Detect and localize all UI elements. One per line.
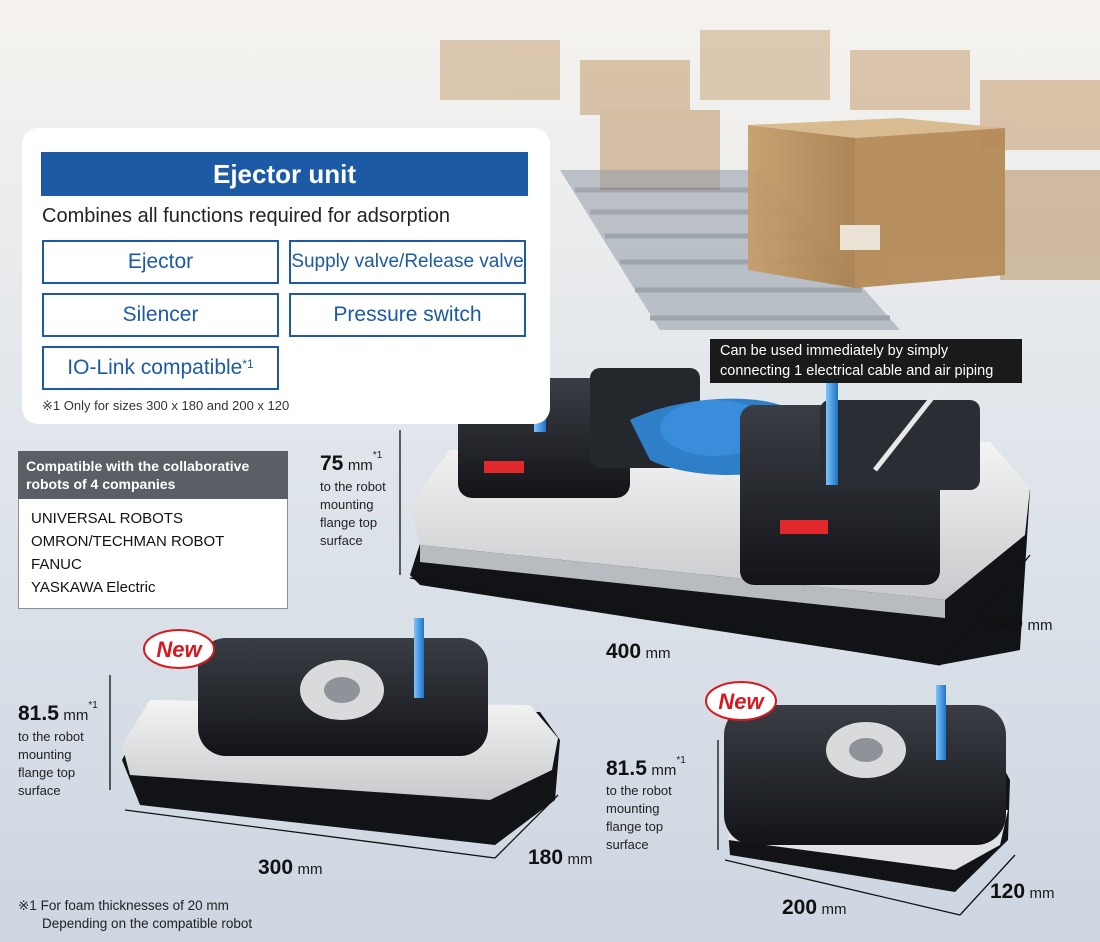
medium-depth-label: 180 mm bbox=[528, 846, 593, 870]
medium-width-value: 300 bbox=[258, 856, 294, 879]
compat-item: OMRON/TECHMAN ROBOT bbox=[31, 533, 225, 550]
new-badge-text: New bbox=[156, 637, 203, 662]
desc-line: surface bbox=[320, 533, 363, 548]
large-depth-value: 240 bbox=[988, 612, 1024, 635]
large-width-value: 400 bbox=[606, 640, 642, 663]
callout-line-1: Can be used immediately by simply bbox=[720, 343, 949, 359]
cardboard-box bbox=[748, 118, 1005, 288]
desc-line: surface bbox=[606, 837, 649, 852]
medium-height-value: 81.5 bbox=[18, 702, 59, 725]
desc-line: mounting bbox=[320, 497, 374, 512]
desc-line: flange top bbox=[320, 515, 378, 530]
feature-pressure-switch: Pressure switch bbox=[289, 293, 526, 337]
desc-line: to the robot bbox=[18, 729, 84, 744]
small-height-mark: *1 bbox=[676, 755, 686, 766]
footnote-line-1: ※1 For foam thicknesses of 20 mm bbox=[18, 898, 229, 913]
large-width-unit: mm bbox=[645, 645, 671, 662]
small-height-label: 81.5 mm*1 bbox=[606, 755, 686, 781]
desc-line: mounting bbox=[18, 747, 72, 762]
large-height-label: 75 mm*1 bbox=[320, 450, 383, 476]
desc-line: mounting bbox=[606, 801, 660, 816]
callout-line-2: connecting 1 electrical cable and air pi… bbox=[720, 363, 994, 379]
panel-note: ※1 Only for sizes 300 x 180 and 200 x 12… bbox=[42, 398, 290, 413]
feature-supply-release-valve: Supply valve/Release valve bbox=[289, 240, 526, 284]
footnote: ※1 For foam thicknesses of 20 mm Dependi… bbox=[18, 897, 252, 933]
small-width-unit: mm bbox=[821, 901, 847, 918]
desc-line: surface bbox=[18, 783, 61, 798]
medium-depth-value: 180 bbox=[528, 846, 564, 869]
panel-title: Ejector unit bbox=[41, 152, 528, 196]
small-width-value: 200 bbox=[782, 896, 818, 919]
medium-height-label: 81.5 mm*1 bbox=[18, 700, 98, 726]
large-height-value: 75 bbox=[320, 452, 344, 475]
desc-line: to the robot bbox=[606, 783, 672, 798]
compat-item: FANUC bbox=[31, 556, 82, 573]
small-height-value: 81.5 bbox=[606, 757, 647, 780]
small-depth-value: 120 bbox=[990, 880, 1026, 903]
new-badge-medium: New bbox=[143, 629, 215, 669]
medium-height-mark: *1 bbox=[88, 700, 98, 711]
large-height-mark: *1 bbox=[372, 450, 383, 461]
large-depth-label: 240 mm bbox=[988, 612, 1053, 636]
desc-line: flange top bbox=[18, 765, 76, 780]
medium-depth-unit: mm bbox=[567, 851, 593, 868]
small-width-label: 200 mm bbox=[782, 896, 847, 920]
panel-subtitle: Combines all functions required for adso… bbox=[42, 205, 450, 227]
medium-height-unit: mm bbox=[63, 707, 89, 724]
compat-heading: Compatible with the collaborative robots… bbox=[18, 451, 288, 499]
new-badge-small: New bbox=[705, 681, 777, 721]
desc-line: flange top bbox=[606, 819, 664, 834]
small-depth-label: 120 mm bbox=[990, 880, 1055, 904]
large-width-label: 400 mm bbox=[606, 640, 671, 664]
large-depth-unit: mm bbox=[1027, 617, 1053, 634]
small-depth-unit: mm bbox=[1029, 885, 1055, 902]
callout-box: Can be used immediately by simply connec… bbox=[710, 339, 1022, 383]
medium-height-desc: to the robot mounting flange top surface bbox=[18, 728, 84, 800]
new-badge-text: New bbox=[718, 689, 765, 714]
large-height-desc: to the robot mounting flange top surface bbox=[320, 478, 386, 550]
feature-io-link-label: IO-Link compatible bbox=[67, 356, 243, 379]
small-height-desc: to the robot mounting flange top surface bbox=[606, 782, 672, 854]
medium-width-label: 300 mm bbox=[258, 856, 323, 880]
footnote-line-2: Depending on the compatible robot bbox=[42, 916, 253, 931]
compat-item: YASKAWA Electric bbox=[31, 579, 156, 596]
compat-item: UNIVERSAL ROBOTS bbox=[31, 510, 183, 527]
compat-list: UNIVERSAL ROBOTS OMRON/TECHMAN ROBOT FAN… bbox=[18, 499, 288, 609]
footnote-mark: *1 bbox=[242, 357, 254, 371]
medium-width-unit: mm bbox=[297, 861, 323, 878]
desc-line: to the robot bbox=[320, 479, 386, 494]
feature-silencer: Silencer bbox=[42, 293, 279, 337]
feature-ejector: Ejector bbox=[42, 240, 279, 284]
large-height-unit: mm bbox=[347, 457, 373, 474]
large-vacuum-unit bbox=[410, 362, 1030, 665]
small-vacuum-unit bbox=[724, 685, 1010, 892]
small-height-unit: mm bbox=[651, 762, 677, 779]
feature-io-link: IO-Link compatible*1 bbox=[42, 346, 279, 390]
medium-vacuum-unit bbox=[122, 618, 560, 845]
